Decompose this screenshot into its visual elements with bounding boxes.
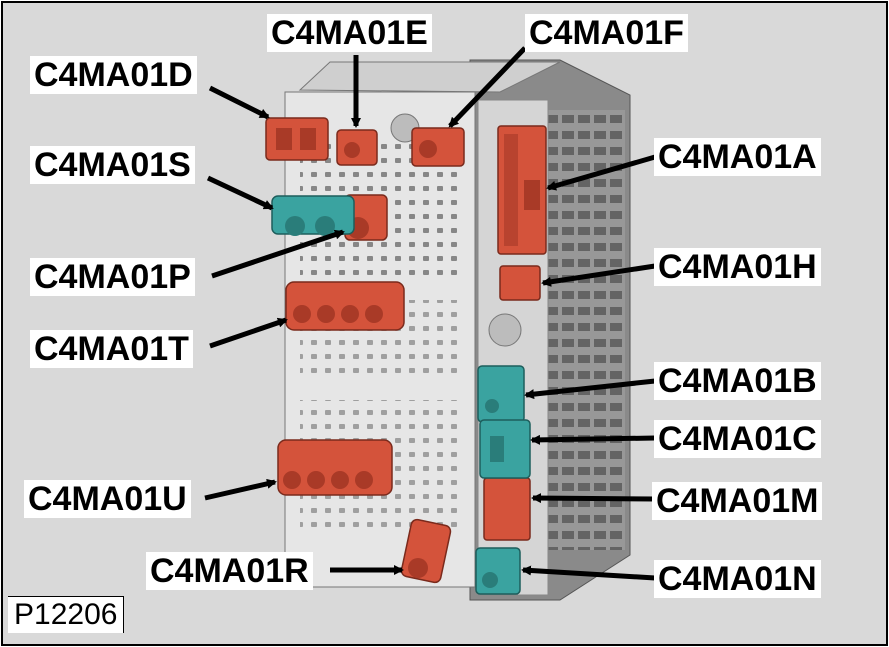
- label-c4ma01d: C4MA01D: [30, 56, 197, 94]
- connector-c4ma01d-shape: [265, 117, 329, 161]
- label-c4ma01r: C4MA01R: [146, 552, 313, 590]
- leader-c4ma01c: [530, 434, 656, 445]
- mounting-boss-mid: [488, 313, 522, 347]
- connector-c4ma01c-shape: [479, 419, 531, 479]
- figure-id-label: P12206: [8, 596, 125, 633]
- connector-c4ma01e-shape: [336, 129, 378, 166]
- connector-c4ma01n-shape: [475, 547, 521, 595]
- label-c4ma01c: C4MA01C: [654, 420, 821, 458]
- connector-c4ma01b-shape: [477, 365, 525, 423]
- label-c4ma01b: C4MA01B: [654, 362, 821, 400]
- label-c4ma01s: C4MA01S: [30, 146, 195, 184]
- connector-c4ma01f-shape: [411, 127, 465, 167]
- label-c4ma01u: C4MA01U: [24, 480, 191, 518]
- label-c4ma01t: C4MA01T: [30, 330, 193, 368]
- leader-c4ma01f: [448, 46, 527, 128]
- leader-c4ma01u: [204, 478, 277, 501]
- connector-c4ma01t-shape: [285, 281, 405, 331]
- leader-c4ma01t: [209, 317, 288, 349]
- leader-c4ma01s: [206, 175, 274, 211]
- label-c4ma01e: C4MA01E: [267, 14, 432, 52]
- connector-c4ma01m-shape: [483, 477, 531, 541]
- leader-c4ma01d: [208, 85, 270, 120]
- connector-c4ma01h-shape: [499, 265, 541, 301]
- leader-c4ma01p: [211, 229, 345, 279]
- connector-c4ma01r-shape: [400, 518, 452, 584]
- connector-c4ma01a-shape: [497, 125, 547, 255]
- label-c4ma01f: C4MA01F: [525, 14, 688, 52]
- connector-c4ma01s-shape: [271, 195, 355, 236]
- leader-c4ma01n: [521, 565, 656, 581]
- module-top-panel: [298, 61, 561, 93]
- label-c4ma01p: C4MA01P: [30, 258, 195, 296]
- leader-c4ma01m: [531, 493, 656, 504]
- connector-c4ma01u-shape: [277, 439, 393, 496]
- leader-c4ma01b: [524, 378, 656, 400]
- label-c4ma01m: C4MA01M: [652, 482, 823, 520]
- label-c4ma01a: C4MA01A: [654, 138, 821, 176]
- label-c4ma01h: C4MA01H: [654, 248, 821, 286]
- label-c4ma01n: C4MA01N: [654, 560, 821, 598]
- leader-c4ma01a: [546, 154, 656, 191]
- leader-c4ma01h: [541, 263, 656, 287]
